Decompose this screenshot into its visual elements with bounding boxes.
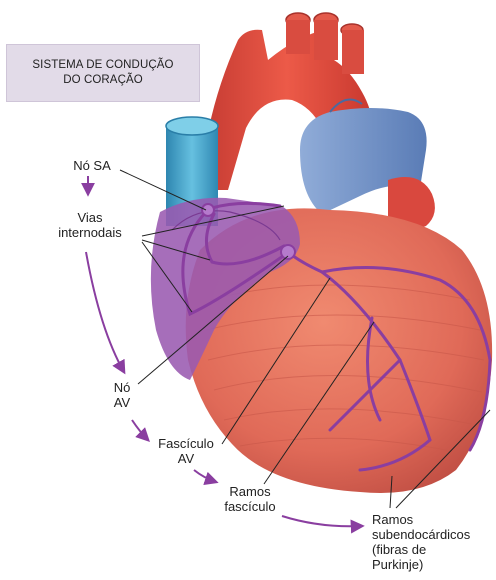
diagram-title-box: SISTEMA DE CONDUÇÃO DO CORAÇÃO bbox=[6, 44, 200, 102]
av-bundle-label: Fascículo AV bbox=[148, 436, 224, 466]
sa-node-mark bbox=[202, 204, 214, 216]
title-line-2: DO CORAÇÃO bbox=[63, 73, 143, 88]
av-node-mark bbox=[281, 245, 295, 259]
internodal-label: Vias internodais bbox=[40, 210, 140, 240]
purkinje-label: Ramos subendocárdicos (fibras de Purkinj… bbox=[372, 512, 494, 572]
sa-node-label: Nó SA bbox=[64, 158, 120, 173]
bundle-branches-label: Ramos fascículo bbox=[212, 484, 288, 514]
av-node-label: Nó AV bbox=[106, 380, 138, 410]
title-line-1: SISTEMA DE CONDUÇÃO bbox=[32, 58, 173, 73]
